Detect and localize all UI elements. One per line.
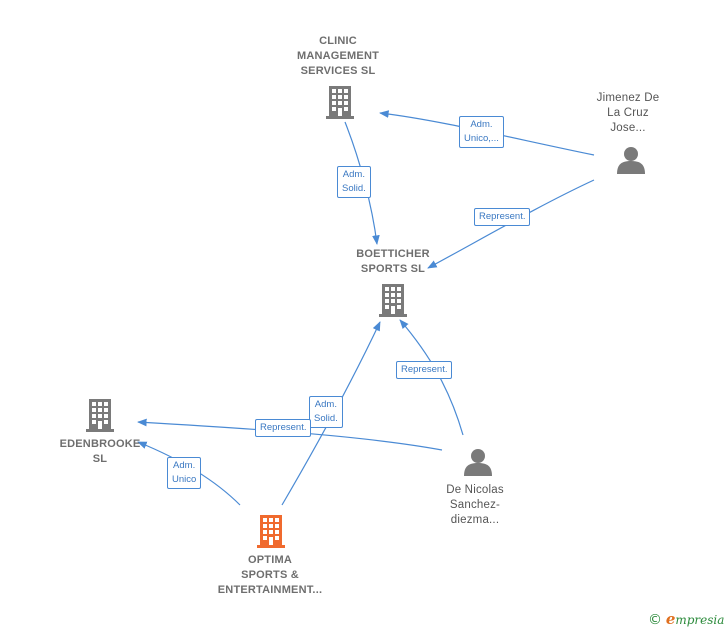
denicolas-label[interactable]: De Nicolas Sanchez- diezma... (425, 483, 525, 528)
edge-label-denicolas-edenbrooke[interactable]: Represent. (255, 419, 312, 437)
edge-label-line: Solid. (342, 183, 366, 194)
clinic-label-line: CLINIC (319, 35, 357, 47)
denicolas-label-line: diezma... (450, 514, 500, 526)
boetticher-label-line: SPORTS SL (360, 263, 426, 275)
boetticher-label[interactable]: BOETTICHER SPORTS SL (338, 247, 448, 277)
optima-label-line: SPORTS & (241, 569, 299, 581)
edge-label-line: Represent. (401, 364, 448, 375)
brand-name: mpresia (675, 613, 725, 627)
jimenez-label-line: Jimenez De (596, 92, 660, 104)
edge-label-line: Represent. (479, 211, 526, 222)
edenbrooke-label[interactable]: EDENBROOKE SL (45, 437, 155, 467)
jimenez-person-icon[interactable] (617, 147, 645, 174)
edge-label-line: Represent. (260, 422, 307, 433)
boetticher-building-icon[interactable] (379, 284, 407, 317)
edenbrooke-label-line: SL (92, 453, 108, 465)
edge-label-optima-boetticher[interactable]: Adm. Solid. (309, 396, 343, 428)
clinic-label-line: SERVICES SL (300, 65, 376, 77)
edge-label-clinic-boetticher[interactable]: Adm. Solid. (337, 166, 371, 198)
denicolas-label-line: De Nicolas (446, 484, 504, 496)
clinic-label-line: MANAGEMENT (296, 50, 380, 62)
clinic-label[interactable]: CLINIC MANAGEMENT SERVICES SL (283, 34, 393, 79)
edge-label-line: Adm. (342, 169, 365, 180)
jimenez-label[interactable]: Jimenez De La Cruz Jose... (578, 91, 678, 136)
edge-label-line: Solid. (314, 413, 338, 424)
denicolas-label-line: Sanchez- (449, 499, 501, 511)
boetticher-label-line: BOETTICHER (356, 248, 430, 260)
copyright-icon: © (648, 612, 662, 628)
clinic-building-icon[interactable] (326, 86, 354, 119)
optima-label-line: ENTERTAINMENT... (217, 584, 323, 596)
edenbrooke-building-icon[interactable] (86, 399, 114, 432)
edge-label-line: Unico (172, 474, 197, 485)
edenbrooke-label-line: EDENBROOKE (59, 438, 141, 450)
edge-label-jimenez-clinic[interactable]: Adm. Unico,... (459, 116, 504, 148)
empresia-watermark: © empresia (648, 610, 724, 628)
edge-label-line: Adm. (470, 119, 493, 130)
optima-label-line: OPTIMA (248, 554, 292, 566)
edge-label-jimenez-boetticher[interactable]: Represent. (474, 208, 531, 226)
jimenez-label-line: Jose... (610, 122, 646, 134)
optima-label[interactable]: OPTIMA SPORTS & ENTERTAINMENT... (200, 553, 340, 598)
optima-building-icon[interactable] (257, 515, 285, 548)
edge-label-optima-edenbrooke[interactable]: Adm. Unico (167, 457, 202, 489)
jimenez-label-line: La Cruz (607, 107, 649, 119)
edge-label-line: Adm. (314, 399, 337, 410)
edge-label-line: Adm. (173, 460, 196, 471)
brand-initial: e (665, 610, 676, 628)
edge-label-line: Unico,... (464, 133, 499, 144)
denicolas-person-icon[interactable] (464, 449, 492, 476)
edge-label-denicolas-boetticher[interactable]: Represent. (396, 361, 453, 379)
